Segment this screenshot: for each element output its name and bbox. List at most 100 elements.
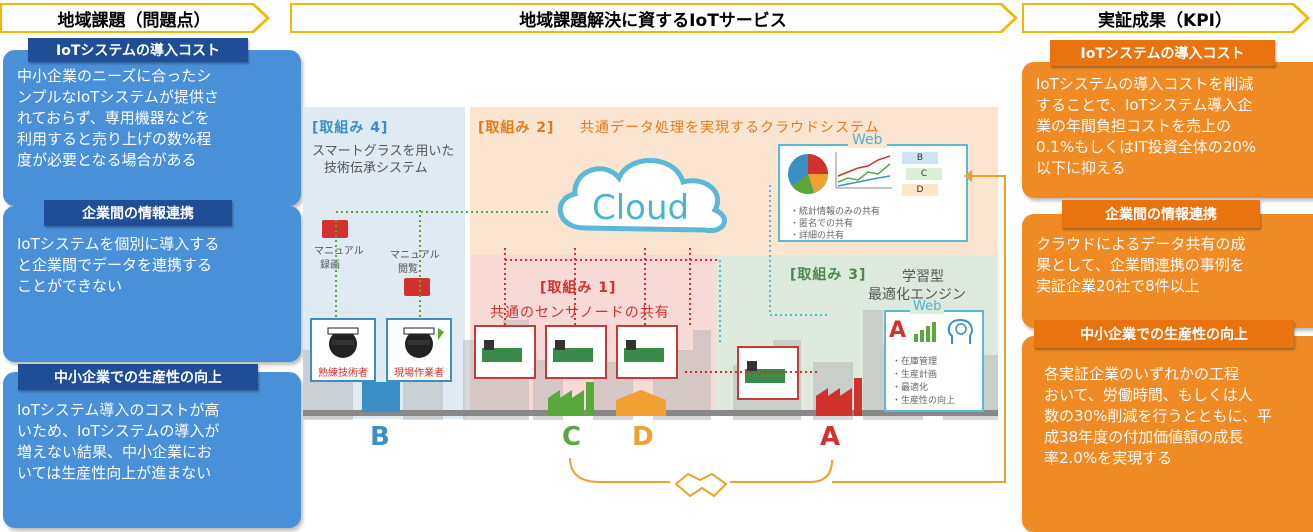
right-box-productivity-line: おいて、労働時間、もしくは人 — [1044, 386, 1253, 404]
left-box-info-title: 企業間の情報連携 — [44, 200, 232, 226]
left-box-productivity: IoTシステム導入のコストが高 いため、IoTシステムの導入が 増えない結果、中… — [3, 372, 301, 528]
initiative-2-desc: 共通データ処理を実現するクラウドシステム — [580, 120, 880, 136]
handshake-icon — [674, 472, 728, 498]
right-box-productivity-line: 率2.0%を実現する — [1044, 449, 1173, 467]
header-right: 実証成果（KPI） — [1024, 5, 1306, 31]
left-box-productivity-line: いては生産性向上が進まない — [17, 464, 212, 482]
factory-c-icon — [548, 382, 594, 416]
web-list-item: ・統計情報のみの共有 — [790, 207, 881, 217]
left-box-info-line: と企業間でデータを連携する — [17, 256, 213, 274]
left-box-cost-title: IoTシステムの導入コスト — [28, 38, 248, 62]
left-box-cost-line: 利用すると売り上げの数%程 — [17, 130, 212, 148]
web2-list-item: ・在庫管理 — [892, 357, 938, 367]
initiative-1-label: [取組み 1] — [540, 280, 617, 296]
right-box-cost-line: 0.1%もしくはIT投資全体の20% — [1036, 138, 1257, 156]
left-box-info-line: ことができない — [17, 277, 123, 295]
header-center: 地域課題解決に資するIoTサービス — [292, 5, 1014, 31]
left-box-productivity-title-text: 中小企業での生産性の向上 — [54, 370, 222, 386]
left-box-productivity-line: IoTシステム導入のコストが高 — [17, 401, 220, 419]
initiative-3-desc: 学習型 — [902, 269, 944, 285]
right-box-info-title: 企業間の情報連携 — [1062, 200, 1260, 228]
right-box-cost-line: IoTシステムの導入コストを削減 — [1036, 75, 1254, 93]
bar-chart-icon — [914, 322, 936, 342]
left-box-cost-line: ンプルなIoTシステムが提供さ — [17, 88, 219, 106]
initiative-1-desc: 共通のセンサノードの共有 — [490, 305, 670, 321]
web2-list-item: ・生産計画 — [892, 370, 938, 380]
left-box-cost-line: れておらず、専用機器などを — [17, 109, 210, 127]
right-box-cost-title: IoTシステムの導入コスト — [1050, 40, 1275, 66]
right-box-cost-line: 以下に抑える — [1036, 159, 1126, 177]
right-box-cost-line: することで、IoTシステム導入企 — [1036, 96, 1253, 114]
mini-tag-d: D — [902, 184, 938, 196]
manual-view-label: 閲覧 — [398, 264, 418, 275]
right-box-productivity-line: 各実証企業のいずれかの工程 — [1044, 365, 1240, 383]
header-left: 地域課題（問題点） — [2, 5, 266, 31]
right-box-info-line: 実証企業20社で8件以上 — [1036, 277, 1200, 295]
web-list-item: ・詳細の共有 — [790, 231, 845, 241]
a-logo-icon: A — [889, 318, 907, 343]
video-play-icon — [404, 278, 430, 296]
right-box-productivity-line: 数の30%削減を行うとともに、平 — [1044, 407, 1272, 425]
manual-record-label: マニュアル — [314, 246, 364, 257]
left-box-info-line: IoTシステムを個別に導入する — [17, 235, 220, 253]
skilled-worker-card: 熟練技術者 — [310, 318, 376, 382]
collaboration-connector — [569, 170, 1006, 483]
left-box-info: IoTシステムを個別に導入する と企業間でデータを連携する ことができない — [3, 206, 301, 362]
right-box-productivity-line: 成38年度の付加価値額の成長 — [1044, 428, 1244, 446]
right-box-cost-title-text: IoTシステムの導入コスト — [1080, 46, 1245, 62]
left-box-cost-line: 度が必要となる場合がある — [17, 151, 197, 169]
sensor-board-icon — [624, 340, 664, 362]
left-box-cost-title-text: IoTシステムの導入コスト — [56, 43, 220, 59]
pie-chart-icon — [788, 154, 828, 194]
cloud-icon — [557, 158, 727, 234]
initiative-4-desc: 技術伝承システム — [324, 161, 428, 176]
right-box-info-line: クラウドによるデータ共有の成 — [1036, 235, 1246, 253]
company-label-b: B — [370, 422, 390, 452]
left-box-info-title-text: 企業間の情報連携 — [82, 206, 194, 222]
building-d-icon — [616, 390, 666, 416]
initiative-4-label: [取組み 4] — [312, 120, 389, 136]
sensor-board-icon — [482, 340, 522, 362]
left-box-productivity-title: 中小企業での生産性の向上 — [18, 364, 258, 390]
skilled-worker-label: 熟練技術者 — [318, 368, 368, 379]
field-worker-label: 現場作業者 — [394, 368, 444, 379]
web2-list-item: ・生産性の向上 — [892, 396, 956, 406]
web-panel-top-title: Web — [848, 132, 887, 148]
left-box-productivity-line: 増えない結果、中小企業にお — [17, 443, 213, 461]
header-right-label: 実証成果（KPI） — [1098, 10, 1232, 31]
right-box-info-line: 果として、企業間連携の事例を — [1036, 256, 1245, 274]
right-box-info: クラウドによるデータ共有の成 果として、企業間連携の事例を 実証企業20社で8件… — [1022, 214, 1313, 328]
mini-tag-d-label: D — [916, 185, 924, 195]
header-left-label: 地域課題（問題点） — [57, 10, 211, 31]
right-box-productivity-title: 中小企業での生産性の向上 — [1034, 320, 1294, 348]
skilled-worker-icon — [327, 327, 359, 358]
sensor-board-icon — [553, 340, 593, 362]
initiative-3-label: [取組み 3] — [790, 267, 867, 283]
connector-lines — [335, 185, 830, 373]
initiative-2-label: [取組み 2] — [478, 120, 555, 136]
brain-head-icon — [947, 318, 973, 344]
mini-tag-c-label: C — [920, 169, 928, 179]
right-box-productivity: 各実証企業のいずれかの工程 おいて、労働時間、もしくは人 数の30%削減を行うと… — [1022, 336, 1313, 532]
field-worker-icon — [403, 327, 444, 358]
mini-tag-c: C — [906, 168, 942, 180]
left-box-productivity-line: いため、IoTシステムの導入が — [17, 422, 220, 440]
web-list-item: ・匿名での共有 — [790, 219, 854, 229]
right-box-productivity-title-text: 中小企業での生産性の向上 — [1080, 327, 1248, 343]
company-label-c: C — [562, 422, 582, 452]
building-b-icon — [362, 382, 400, 412]
left-box-cost: 中小企業のニーズに合ったシ ンプルなIoTシステムが提供さ れておらず、専用機器… — [3, 50, 301, 206]
initiative-4-desc: スマートグラスを用いた — [312, 144, 455, 159]
mini-tag-b: B — [902, 152, 938, 164]
web-panel-bottom-title: Web — [910, 299, 945, 314]
right-box-info-title-text: 企業間の情報連携 — [1105, 207, 1217, 223]
factory-a-icon — [816, 378, 862, 416]
company-label-d: D — [632, 422, 654, 452]
right-box-cost: IoTシステムの導入コストを削減 することで、IoTシステム導入企 業の年間負担… — [1022, 62, 1313, 198]
manual-record-label: 録画 — [320, 260, 340, 271]
mini-tag-b-label: B — [916, 153, 924, 163]
manual-view-label: マニュアル — [390, 250, 440, 261]
field-worker-card: 現場作業者 — [386, 318, 452, 382]
video-record-icon — [322, 220, 348, 238]
line-chart-icon — [835, 152, 892, 189]
